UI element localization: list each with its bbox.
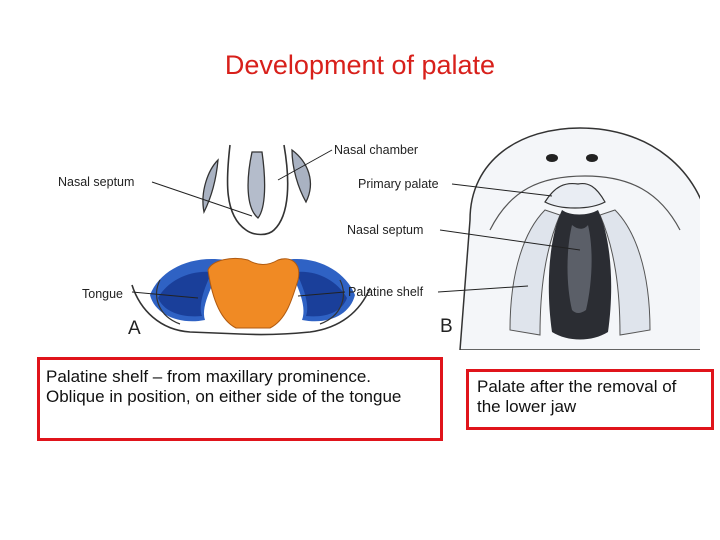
leader-nasal-chamber	[277, 149, 333, 181]
label-tongue: Tongue	[82, 287, 123, 301]
nasal-septum-shape	[247, 151, 266, 219]
panel-b-drawing	[437, 127, 700, 350]
label-primary-palate: Primary palate	[358, 177, 439, 191]
leader-nasal-septum-b	[439, 229, 581, 251]
caption-left: Palatine shelf – from maxillary prominen…	[37, 357, 443, 441]
label-nasal-septum-a: Nasal septum	[58, 175, 134, 189]
primary-palate-shape	[544, 182, 606, 209]
left-nostril	[546, 154, 558, 162]
left-palatine-shelf-inner	[158, 271, 212, 317]
leader-tongue	[131, 291, 199, 299]
caption-right: Palate after the removal of the lower ja…	[466, 369, 714, 430]
label-nasal-chamber: Nasal chamber	[334, 143, 418, 157]
panel-a-drawing	[131, 144, 371, 336]
right-nostril	[586, 154, 598, 162]
panel-a-letter: A	[128, 318, 141, 339]
panel-b-letter: B	[440, 316, 453, 337]
lip-outline	[489, 175, 681, 231]
left-nasal-wall	[202, 158, 219, 214]
palate-diagram-svg: Nasal septum Nasal chamber Primary palat…	[58, 127, 700, 350]
right-cheek-outline	[319, 279, 344, 325]
label-nasal-septum-b: Nasal septum	[347, 223, 423, 237]
slide-title: Development of palate	[224, 50, 496, 80]
leader-palatine-shelf-b	[437, 285, 529, 293]
nasal-septum-b-shape	[567, 225, 592, 313]
right-nasal-wall	[291, 148, 311, 204]
palate-diagram: Nasal septum Nasal chamber Primary palat…	[40, 120, 700, 350]
tongue-shape	[207, 257, 300, 329]
label-palatine-shelf: Palatine shelf	[348, 285, 424, 299]
septum-outer	[226, 144, 289, 236]
leader-primary-palate	[451, 183, 553, 197]
jaw-outline	[131, 284, 371, 336]
leader-nasal-septum-a	[151, 181, 253, 217]
leader-palatine-shelf	[297, 291, 346, 297]
left-cheek-outline	[156, 279, 181, 325]
